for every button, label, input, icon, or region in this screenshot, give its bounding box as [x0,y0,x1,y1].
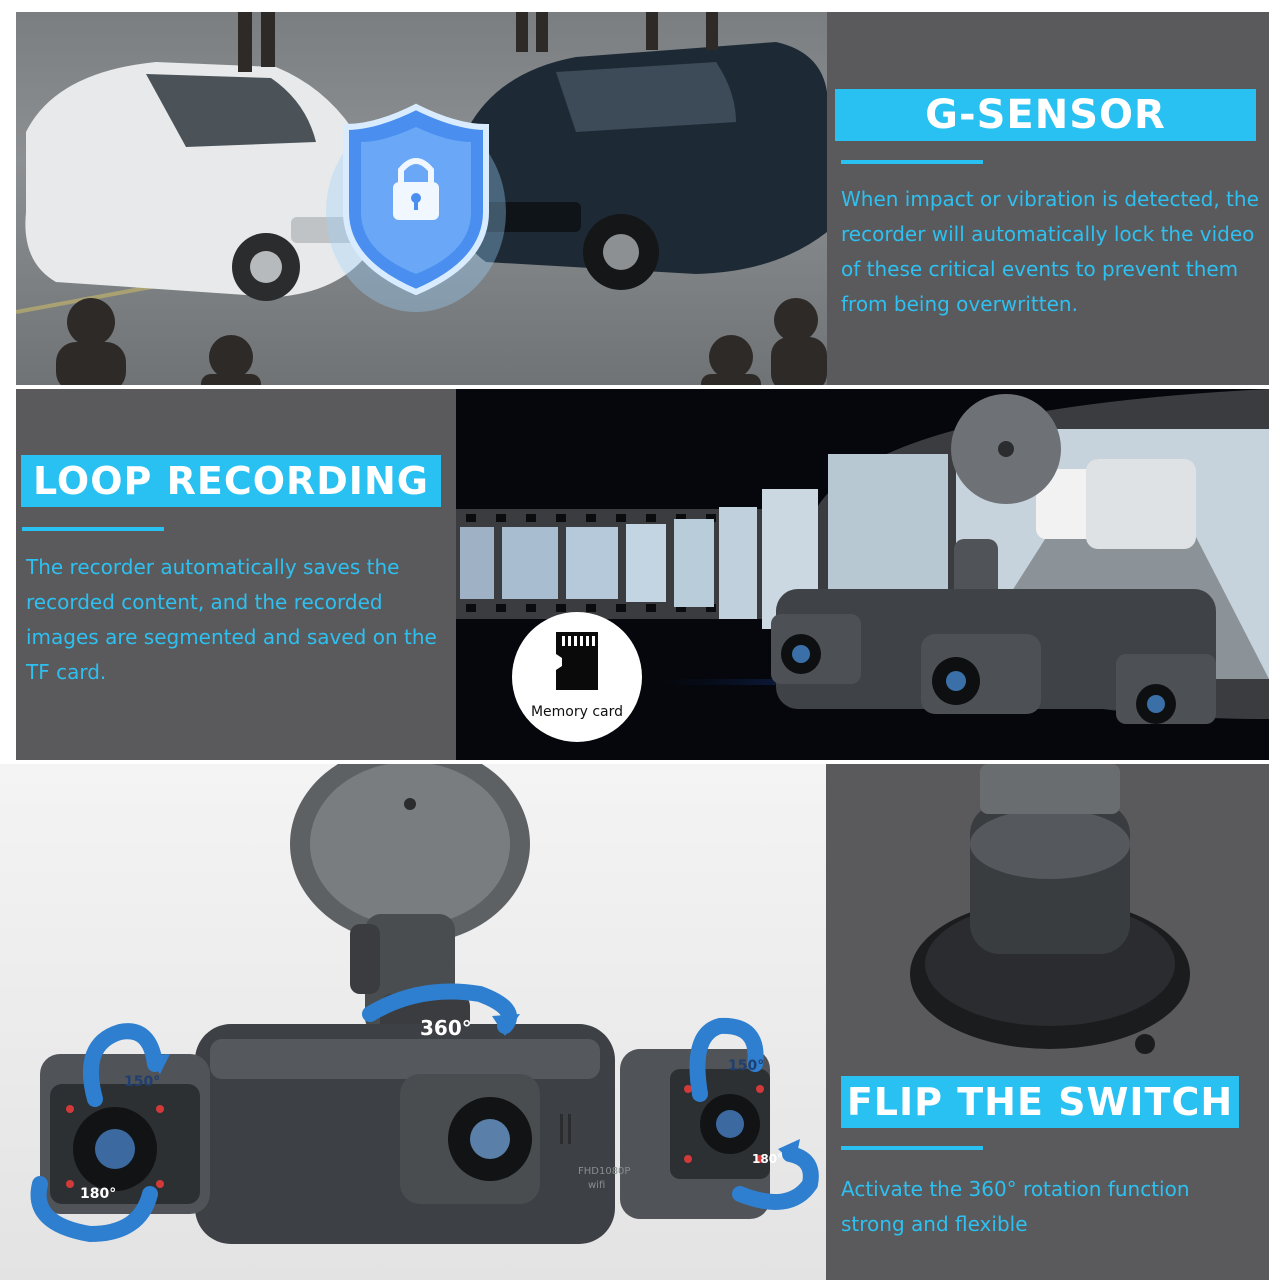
rotation-label-360: 360° [420,1016,472,1040]
bystanders [56,12,827,385]
shield-lock-icon [326,103,506,312]
gsensor-description: When impact or vibration is detected, th… [841,187,1259,316]
filmstrip-scene [456,389,1269,724]
black-car [456,42,827,290]
mount-closeup-scene [910,764,1190,1054]
loop-title: LOOP RECORDING [21,455,441,507]
mount-closeup-photo [900,764,1200,1064]
dashcam-device-mid [771,394,1216,724]
memory-card-badge: Memory card [512,612,642,742]
flip-rule [841,1146,983,1150]
rotation-label-right-150: 150° [728,1058,765,1074]
filmstrip-photo [456,389,1269,760]
rotation-label-right-180: 180° [752,1152,784,1166]
dashcam-device [40,1024,770,1244]
device-wifi-text: wifi [588,1180,606,1191]
rotation-arrow-icon [30,983,819,1243]
white-car [25,62,376,301]
gsensor-panel [827,12,1269,385]
accident-scene [16,12,827,385]
memory-card-label: Memory card [530,704,624,720]
rotation-label-left-150: 150° [124,1074,161,1090]
accident-photo [16,12,827,385]
sd-card-icon [556,632,598,690]
loop-panel [16,389,456,760]
loop-rule [22,527,164,531]
gsensor-title: G-SENSOR [835,89,1256,141]
flip-title: FLIP THE SWITCH [841,1076,1239,1128]
loop-description: The recorder automatically saves the rec… [26,555,437,684]
device-rotation-scene [30,764,819,1244]
device-rotation-photo: 360° 150° 180° 150° 180° FHD1080P wifi [0,764,826,1280]
gsensor-rule [841,160,983,164]
rotation-arrowheads [145,1014,800,1164]
device-model-text: FHD1080P [578,1166,631,1177]
rotation-label-left-180: 180° [80,1186,117,1202]
flip-description: Activate the 360° rotation function stro… [841,1177,1190,1236]
suction-mount [290,764,530,1044]
